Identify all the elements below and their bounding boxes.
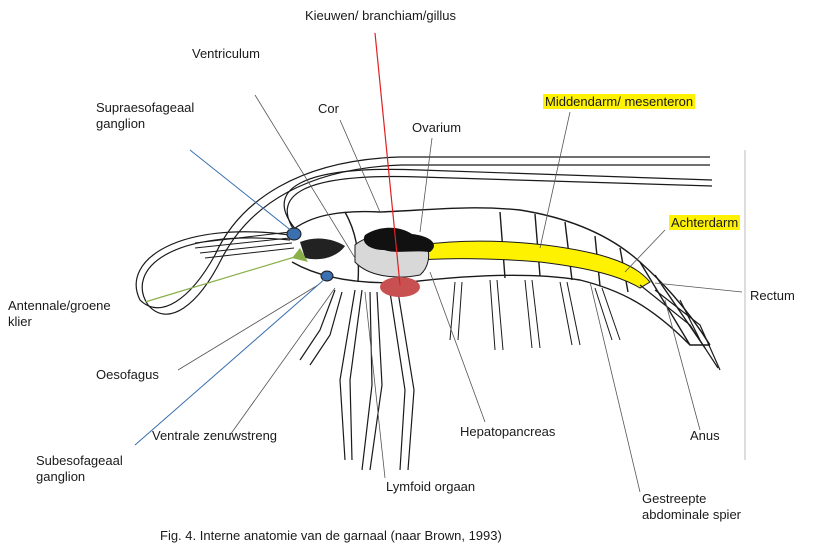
- label-cor: Cor: [318, 101, 339, 116]
- antennules: [194, 231, 295, 259]
- label-ventriculum: Ventriculum: [192, 46, 260, 61]
- subesophageal-ganglion: [320, 270, 334, 282]
- supraesophageal-ganglion: [286, 227, 302, 241]
- label-antennale: Antennale/groene klier: [8, 298, 111, 329]
- pleopods: [449, 279, 621, 351]
- gill-organ: [380, 277, 420, 297]
- label-subesofageaal: Subesofageaal ganglion: [36, 453, 123, 484]
- label-oesofagus: Oesofagus: [96, 367, 159, 382]
- label-achterdarm: Achterdarm: [669, 215, 741, 230]
- midgut: [419, 240, 651, 289]
- label-rectum: Rectum: [750, 288, 795, 303]
- walking-legs: [299, 289, 415, 471]
- label-supraesofageaal: Supraesofageaal ganglion: [96, 100, 195, 131]
- label-hepatopancreas: Hepatopancreas: [460, 424, 556, 439]
- label-middendarm: Middendarm/ mesenteron: [543, 94, 696, 109]
- label-anus: Anus: [690, 428, 720, 443]
- tail-fan: [639, 284, 721, 371]
- heart: [363, 227, 434, 252]
- antennal-leader: [144, 255, 299, 303]
- label-ventrale-zenuwstreng: Ventrale zenuwstreng: [152, 428, 278, 443]
- antennal-gland: [292, 248, 308, 262]
- label-ovarium: Ovarium: [412, 120, 462, 135]
- supra-leader: [189, 149, 294, 233]
- subeso-leader: [134, 277, 327, 446]
- figure-caption: Fig. 4. Interne anatomie van de garnaal …: [160, 528, 502, 543]
- label-gestreepte: Gestreepte abdominale spier: [642, 491, 742, 522]
- antenna: [135, 156, 713, 315]
- label-kieuwen: Kieuwen/ branchiam/gillus: [305, 8, 457, 23]
- leader-lines: [177, 94, 743, 493]
- stomach: [300, 238, 345, 260]
- label-lymfoid: Lymfoid orgaan: [386, 479, 476, 494]
- gill-leader: [374, 32, 401, 286]
- body-outline: [289, 207, 711, 349]
